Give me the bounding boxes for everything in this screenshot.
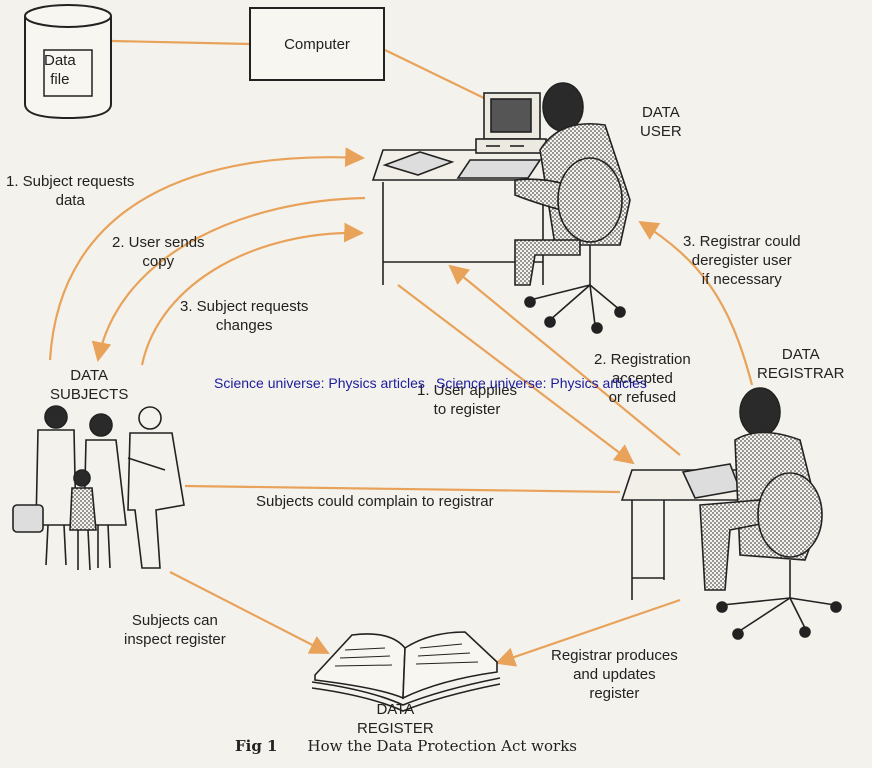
flow-subject-requests-changes-line1: 3. Subject requests bbox=[180, 298, 309, 315]
flow-user-applies-line2: to register bbox=[433, 401, 501, 418]
flow-registration-result-line3: or refused bbox=[608, 389, 677, 406]
flow-subject-requests-changes: 3. Subject requests changes bbox=[180, 297, 308, 335]
data-file-icon bbox=[24, 4, 112, 120]
flow-subject-requests-changes-line2: changes bbox=[215, 317, 273, 334]
data-user-label: DATA USER bbox=[640, 103, 682, 141]
flow-registrar-deregister: 3. Registrar could deregister user if ne… bbox=[683, 232, 801, 289]
arrow-file-to-computer bbox=[111, 39, 251, 46]
arrow-computer-to-user bbox=[384, 49, 489, 101]
figure-caption: Fig 1 How the Data Protection Act works bbox=[235, 737, 577, 755]
flow-user-applies-line1: 1. User applies bbox=[417, 382, 518, 399]
data-subjects-label-line1: DATA bbox=[70, 367, 109, 384]
arrow-subject-requests-changes bbox=[140, 222, 364, 366]
flow-user-sends-copy-line2: copy bbox=[142, 253, 175, 270]
arrow-registrar-deregister bbox=[638, 220, 754, 386]
computer-box bbox=[249, 7, 385, 81]
flow-registration-result-line2: accepted bbox=[611, 370, 673, 387]
data-user-label-line1: DATA bbox=[641, 104, 680, 121]
arrow-registrar-produces bbox=[495, 598, 681, 667]
flow-registrar-produces: Registrar produces and updates register bbox=[551, 646, 678, 703]
arrow-subjects-inspect bbox=[169, 571, 330, 654]
data-register-label: DATA REGISTER bbox=[357, 700, 434, 738]
data-register-label-line2: REGISTER bbox=[357, 720, 434, 737]
data-file-label-line1: Data bbox=[44, 52, 76, 69]
arrow-user-sends-copy bbox=[91, 196, 366, 362]
arrow-user-applies bbox=[397, 284, 635, 465]
data-subjects-label-line2: SUBJECTS bbox=[50, 386, 129, 403]
flow-subject-requests-data-line1: 1. Subject requests bbox=[6, 173, 135, 190]
flow-subjects-inspect-line1: Subjects can bbox=[131, 612, 218, 629]
data-subjects-illustration bbox=[12, 405, 185, 571]
flow-registrar-deregister-line3: if necessary bbox=[701, 271, 782, 288]
flow-subject-requests-data-line2: data bbox=[55, 192, 85, 209]
data-user-label-line2: USER bbox=[640, 123, 682, 140]
flow-registrar-produces-line1: Registrar produces bbox=[551, 647, 678, 664]
flow-registrar-deregister-line2: deregister user bbox=[691, 252, 792, 269]
computer-label: Computer bbox=[284, 36, 350, 53]
arrow-subjects-complain bbox=[184, 484, 621, 494]
data-registrar-illustration bbox=[620, 387, 842, 640]
flow-registrar-produces-line2: and updates bbox=[573, 666, 656, 683]
data-file-label: Data file bbox=[44, 51, 76, 89]
arrow-registration-result bbox=[448, 264, 681, 456]
flow-registrar-deregister-line1: 3. Registrar could bbox=[683, 233, 801, 250]
flow-subject-requests-data: 1. Subject requests data bbox=[6, 172, 134, 210]
flow-user-sends-copy: 2. User sends copy bbox=[112, 233, 205, 271]
watermark-text-1: Science universe: Physics articles bbox=[214, 375, 425, 391]
arrow-subject-requests-data bbox=[48, 147, 365, 361]
flow-registration-result-line1: 2. Registration bbox=[594, 351, 691, 368]
data-subjects-label: DATA SUBJECTS bbox=[50, 366, 128, 404]
data-registrar-label-line1: DATA bbox=[781, 346, 820, 363]
data-registrar-label: DATA REGISTRAR bbox=[757, 345, 845, 383]
figure-caption-text: How the Data Protection Act works bbox=[307, 737, 578, 755]
figure-number: Fig 1 bbox=[235, 737, 278, 755]
data-registrar-label-line2: REGISTRAR bbox=[757, 365, 845, 382]
flow-registration-result: 2. Registration accepted or refused bbox=[594, 350, 691, 407]
flow-subjects-inspect: Subjects can inspect register bbox=[124, 611, 226, 649]
data-register-book-icon bbox=[311, 631, 501, 712]
watermark-text-2: Science universe: Physics articles bbox=[436, 375, 647, 391]
flow-subjects-complain: Subjects could complain to registrar bbox=[256, 493, 494, 510]
flow-registrar-produces-line3: register bbox=[589, 685, 640, 702]
data-user-illustration bbox=[371, 82, 631, 334]
data-register-label-line1: DATA bbox=[376, 701, 415, 718]
data-file-label-line2: file bbox=[50, 71, 70, 88]
arrows bbox=[48, 39, 754, 667]
flow-subjects-inspect-line2: inspect register bbox=[124, 631, 226, 648]
flow-user-applies: 1. User applies to register bbox=[417, 381, 517, 419]
flow-user-sends-copy-line1: 2. User sends bbox=[112, 234, 205, 251]
